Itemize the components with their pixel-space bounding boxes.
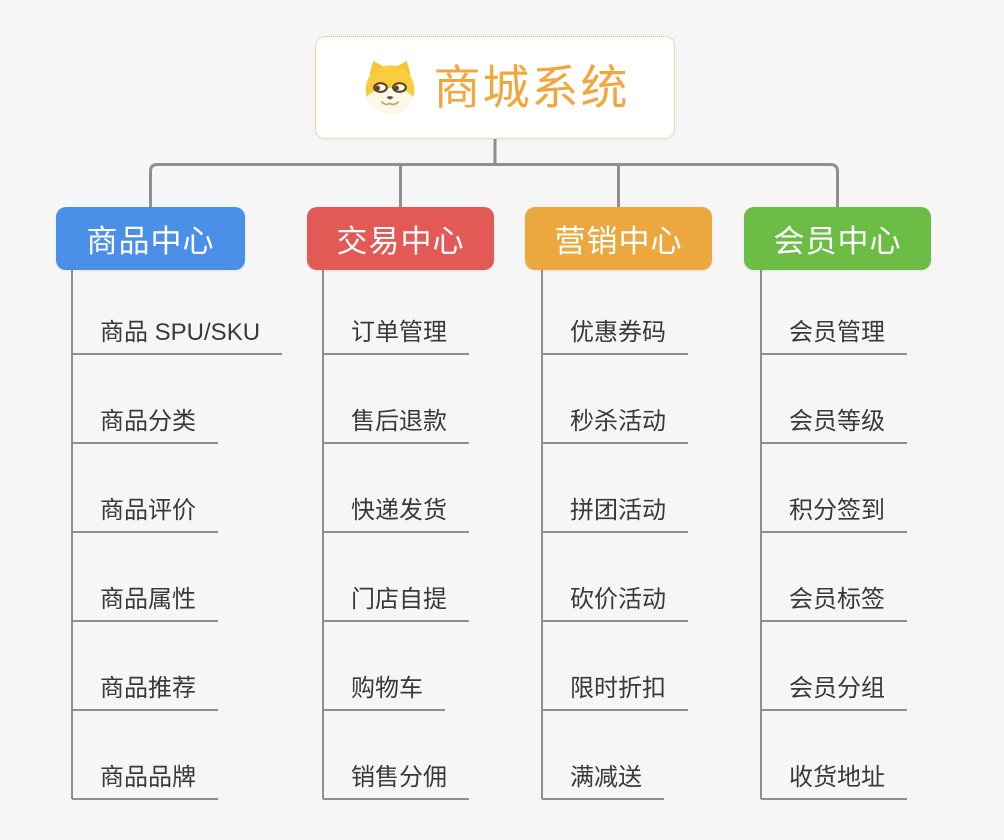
- shiba-dog-icon: [365, 60, 414, 114]
- branch-node-2[interactable]: 营销中心: [525, 207, 712, 270]
- leaf-item[interactable]: 销售分佣: [323, 754, 469, 800]
- leaf-item[interactable]: 门店自提: [323, 576, 469, 622]
- leaf-item[interactable]: 快递发货: [323, 487, 469, 533]
- leaf-item[interactable]: 购物车: [323, 665, 445, 711]
- leaf-item[interactable]: 收货地址: [761, 754, 907, 800]
- leaf-item[interactable]: 商品属性: [72, 576, 218, 622]
- leaf-item[interactable]: 会员管理: [761, 309, 907, 355]
- root-title: 商城系统: [433, 61, 630, 114]
- branch-label: 商品中心: [86, 224, 215, 259]
- leaf-item[interactable]: 售后退款: [323, 398, 469, 444]
- leaf-item[interactable]: 商品 SPU/SKU: [72, 309, 283, 355]
- leaf-item[interactable]: 优惠券码: [542, 309, 688, 355]
- leaf-item[interactable]: 商品推荐: [72, 665, 218, 711]
- branch-node-1[interactable]: 交易中心: [307, 207, 494, 270]
- leaf-item[interactable]: 会员等级: [761, 398, 907, 444]
- root-node[interactable]: 商城系统: [315, 36, 675, 139]
- leaf-item[interactable]: 限时折扣: [542, 665, 688, 711]
- branch-label: 营销中心: [554, 224, 683, 259]
- leaf-item[interactable]: 会员分组: [761, 665, 907, 711]
- leaf-item[interactable]: 砍价活动: [542, 576, 688, 622]
- leaf-item[interactable]: 拼团活动: [542, 487, 688, 533]
- leaf-item[interactable]: 商品评价: [72, 487, 218, 533]
- branch-node-3[interactable]: 会员中心: [744, 207, 931, 270]
- leaf-item[interactable]: 商品品牌: [72, 754, 218, 800]
- branch-label: 交易中心: [336, 224, 465, 259]
- leaf-item[interactable]: 秒杀活动: [542, 398, 688, 444]
- leaf-item[interactable]: 订单管理: [323, 309, 469, 355]
- branch-label: 会员中心: [773, 224, 902, 259]
- leaf-item[interactable]: 积分签到: [761, 487, 907, 533]
- branch-node-0[interactable]: 商品中心: [56, 207, 245, 270]
- leaf-item[interactable]: 会员标签: [761, 576, 907, 622]
- leaf-item[interactable]: 满减送: [542, 754, 664, 800]
- leaf-item[interactable]: 商品分类: [72, 398, 218, 444]
